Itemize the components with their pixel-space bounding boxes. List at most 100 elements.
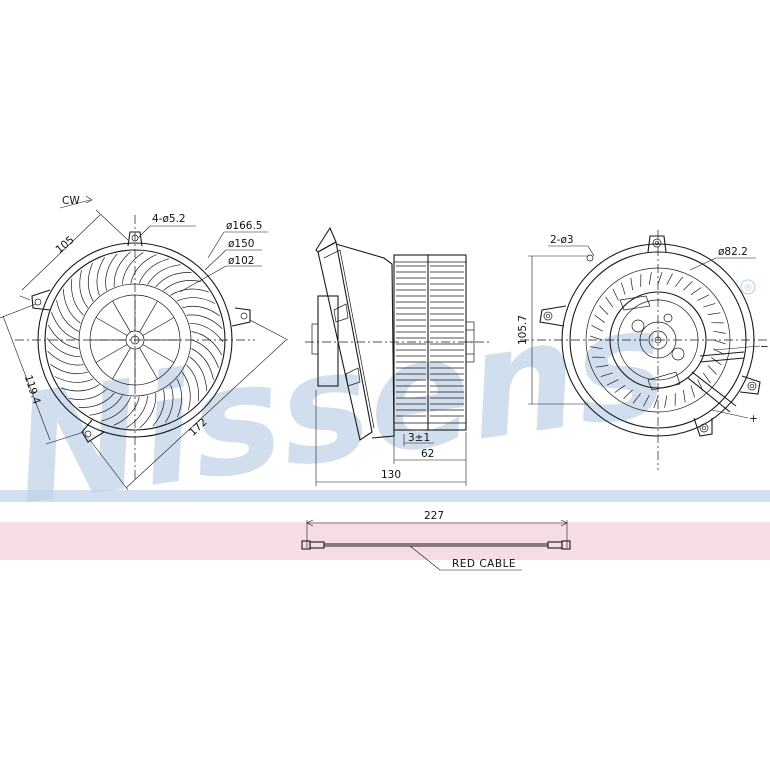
vent-slot — [653, 395, 659, 409]
fan-blade — [186, 314, 223, 329]
fan-blade — [181, 371, 191, 410]
dim-130: 130 — [381, 469, 401, 481]
fan-blade — [152, 389, 165, 427]
fan-blade — [56, 300, 79, 332]
vent-slot — [614, 385, 626, 393]
fan-blade — [186, 364, 199, 402]
fan-blade — [138, 258, 169, 284]
hub-spoke — [139, 300, 158, 333]
vent-slot — [599, 305, 609, 315]
svg-text:®: ® — [743, 283, 753, 294]
vent-slot — [697, 294, 710, 301]
vent-slot — [703, 372, 711, 384]
vent-slot — [648, 272, 652, 285]
blue-band — [0, 490, 770, 502]
hub-spoke — [139, 347, 158, 380]
vent-slot — [707, 312, 721, 315]
dia-82-2: ø82.2 — [718, 246, 748, 258]
vent-slot — [606, 379, 619, 386]
fan-blade — [139, 393, 157, 429]
fan-blade — [51, 312, 79, 341]
fan-blade — [126, 395, 149, 428]
hub-spoke — [142, 344, 175, 363]
holes-4-dia-5-2: 4-ø5.2 — [152, 213, 186, 225]
fan-blade — [155, 272, 192, 288]
fan-blade — [113, 396, 140, 426]
fan-blade — [191, 331, 223, 356]
vent-slot — [600, 372, 613, 377]
fan-blade — [47, 351, 84, 366]
hub-spoke — [95, 317, 128, 336]
vent-slot — [703, 303, 716, 308]
fan-blade — [69, 389, 107, 400]
fan-blade — [189, 356, 208, 392]
fan-blade — [176, 378, 183, 418]
fan-blade — [191, 348, 214, 380]
fan-blade — [46, 337, 81, 358]
fan-blade — [61, 384, 100, 392]
vent-slot — [657, 271, 663, 285]
dim-105: 105 — [53, 234, 76, 256]
vent-slot — [589, 335, 603, 341]
vent-slot — [683, 281, 693, 291]
hub-spoke — [112, 347, 131, 380]
vent-slot — [621, 282, 626, 295]
vent-slot — [713, 330, 726, 334]
vent-slot — [666, 273, 673, 285]
dia-102: ø102 — [228, 255, 254, 267]
hub-spoke — [142, 317, 175, 336]
fan-blade — [121, 252, 144, 285]
vent-slot — [594, 314, 605, 323]
vent-slot — [711, 357, 722, 366]
vent-slot — [713, 339, 727, 345]
terminal-plus: + — [749, 413, 758, 425]
vent-slot — [683, 389, 686, 403]
fan-blade — [62, 288, 81, 324]
holes-2-dia-3: 2-ø3 — [550, 234, 574, 246]
fan-blade — [54, 376, 94, 383]
vent-slot — [605, 296, 613, 308]
fan-blade — [71, 278, 84, 316]
fan-blade — [96, 257, 105, 296]
vent-slot — [664, 395, 668, 408]
fan-blade — [170, 288, 209, 296]
vent-slot — [595, 365, 609, 368]
fan-blade — [89, 395, 123, 416]
dim-3-plus-minus-1: 3±1 — [408, 432, 430, 444]
vent-slot — [675, 276, 684, 287]
red-cable-label: RED CABLE — [452, 558, 516, 570]
red-cable-detail: 227 RED CABLE — [301, 510, 571, 571]
vent-slot — [591, 325, 603, 332]
vent-slot — [690, 287, 702, 295]
fan-blade — [191, 339, 219, 368]
fan-blade — [50, 363, 88, 375]
fan-blade — [165, 384, 174, 423]
fan-blade — [79, 270, 89, 309]
fan-blade — [113, 251, 131, 287]
pink-band — [0, 522, 770, 560]
fan-blade — [87, 262, 94, 302]
dia-166-5: ø166.5 — [226, 220, 262, 232]
fan-blade — [47, 324, 79, 349]
dim-105-7: 105.7 — [517, 315, 529, 345]
fan-blade — [78, 392, 115, 408]
vent-slot — [590, 346, 603, 350]
rear-view: 2-ø3 ø82.2 − + 105.7 — [517, 230, 770, 470]
fan-blade — [189, 322, 224, 343]
vent-slot — [632, 393, 641, 404]
fan-blade — [101, 396, 132, 422]
fan-blade — [182, 305, 220, 317]
fan-blade — [163, 280, 201, 291]
vent-slot — [707, 365, 717, 375]
vent-slot — [612, 288, 619, 301]
side-view: 3±1 62 130 — [305, 226, 490, 486]
vent-slot — [630, 277, 633, 291]
hub-spoke — [112, 300, 131, 333]
rotation-cw-label: CW — [62, 195, 80, 207]
fan-blade — [176, 297, 216, 304]
fan-blade — [105, 253, 118, 291]
hub-spoke — [95, 344, 128, 363]
fan-blade — [130, 254, 157, 284]
fan-blade — [147, 264, 181, 285]
